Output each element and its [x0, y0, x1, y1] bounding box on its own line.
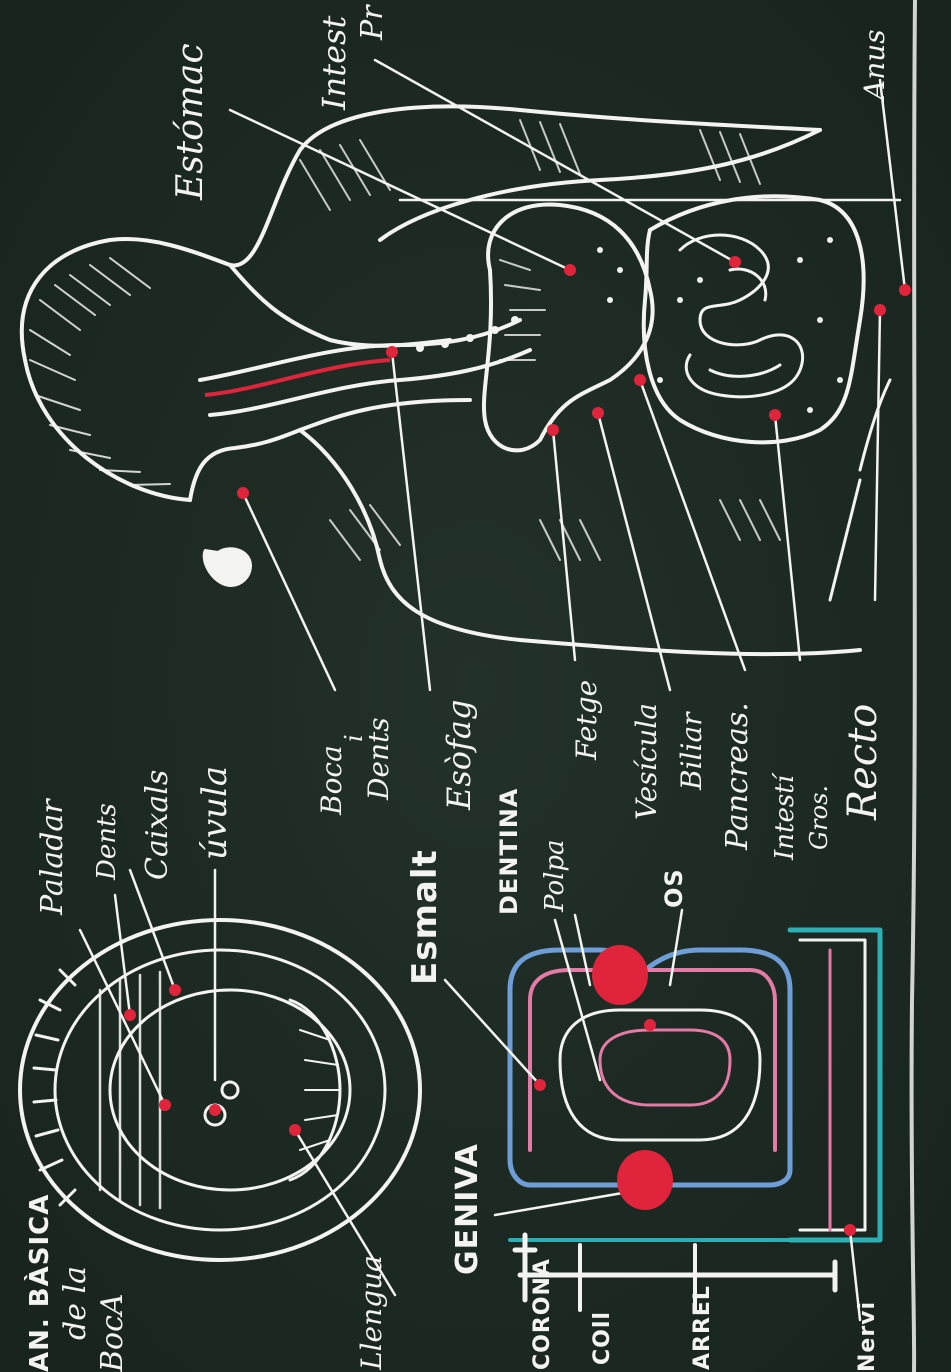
- esophagus-red-stripe: [205, 360, 390, 395]
- label-intesti-prim-2: Pr: [355, 5, 390, 40]
- label-esofag: Esòfag: [440, 700, 478, 810]
- chalk-rule-line: [912, 0, 915, 1372]
- label-recte: Recto: [840, 704, 886, 820]
- label-nervi: Nervi: [855, 1301, 880, 1372]
- label-esmalt: Esmalt: [405, 849, 445, 985]
- label-geniva: GENIVA: [450, 1143, 485, 1275]
- label-llengua: Llengua: [355, 1255, 388, 1370]
- tooth-cross-section: [510, 930, 880, 1310]
- esophagus: [200, 320, 530, 415]
- mouth-pointer-lines: [80, 870, 395, 1295]
- label-polpa: Polpa: [540, 839, 570, 912]
- label-dents-digestive: Dents: [362, 717, 395, 800]
- label-intesti-gros-2: Gros.: [805, 785, 833, 850]
- label-dents: Dents: [92, 803, 122, 880]
- red-enamel-top: [592, 945, 648, 1005]
- red-marker-dots: [124, 256, 911, 1236]
- label-intesti-prim-1: Intest: [315, 16, 353, 110]
- title-line-2: de la: [58, 1266, 93, 1340]
- title-line-1: AN. BÀSICA: [25, 1194, 55, 1372]
- title-line-3: BocA: [95, 1293, 130, 1372]
- label-dentina: DENTINA: [495, 788, 523, 915]
- intestines: [644, 196, 864, 442]
- label-vesicula: Vesícula: [630, 703, 663, 820]
- chalk-dots: [416, 237, 843, 413]
- mouth-diagram: [20, 920, 420, 1260]
- digestive-pointer-lines: [230, 60, 905, 690]
- label-anus: Anus: [858, 29, 891, 100]
- label-boca: Boca: [315, 745, 348, 815]
- label-estomac: Estómac: [170, 43, 211, 200]
- label-uvula: úvula: [195, 766, 235, 860]
- label-coll: COll: [590, 1311, 615, 1365]
- label-biliar: Biliar: [675, 712, 708, 790]
- label-corona: CORONA: [530, 1258, 555, 1370]
- label-pancreas: Pancreas.: [720, 702, 755, 850]
- label-os: OS: [660, 868, 688, 908]
- small-tooth-icon: [204, 548, 251, 586]
- label-caixals: Caixals: [140, 770, 175, 880]
- label-intesti-gros-1: Intestí: [770, 775, 800, 860]
- label-fetge: Fetge: [570, 680, 603, 760]
- red-enamel-bottom: [617, 1150, 673, 1210]
- label-arrel: ARREL: [690, 1285, 715, 1370]
- head-silhouette: [22, 106, 890, 654]
- label-paladar: Paladar: [35, 799, 70, 915]
